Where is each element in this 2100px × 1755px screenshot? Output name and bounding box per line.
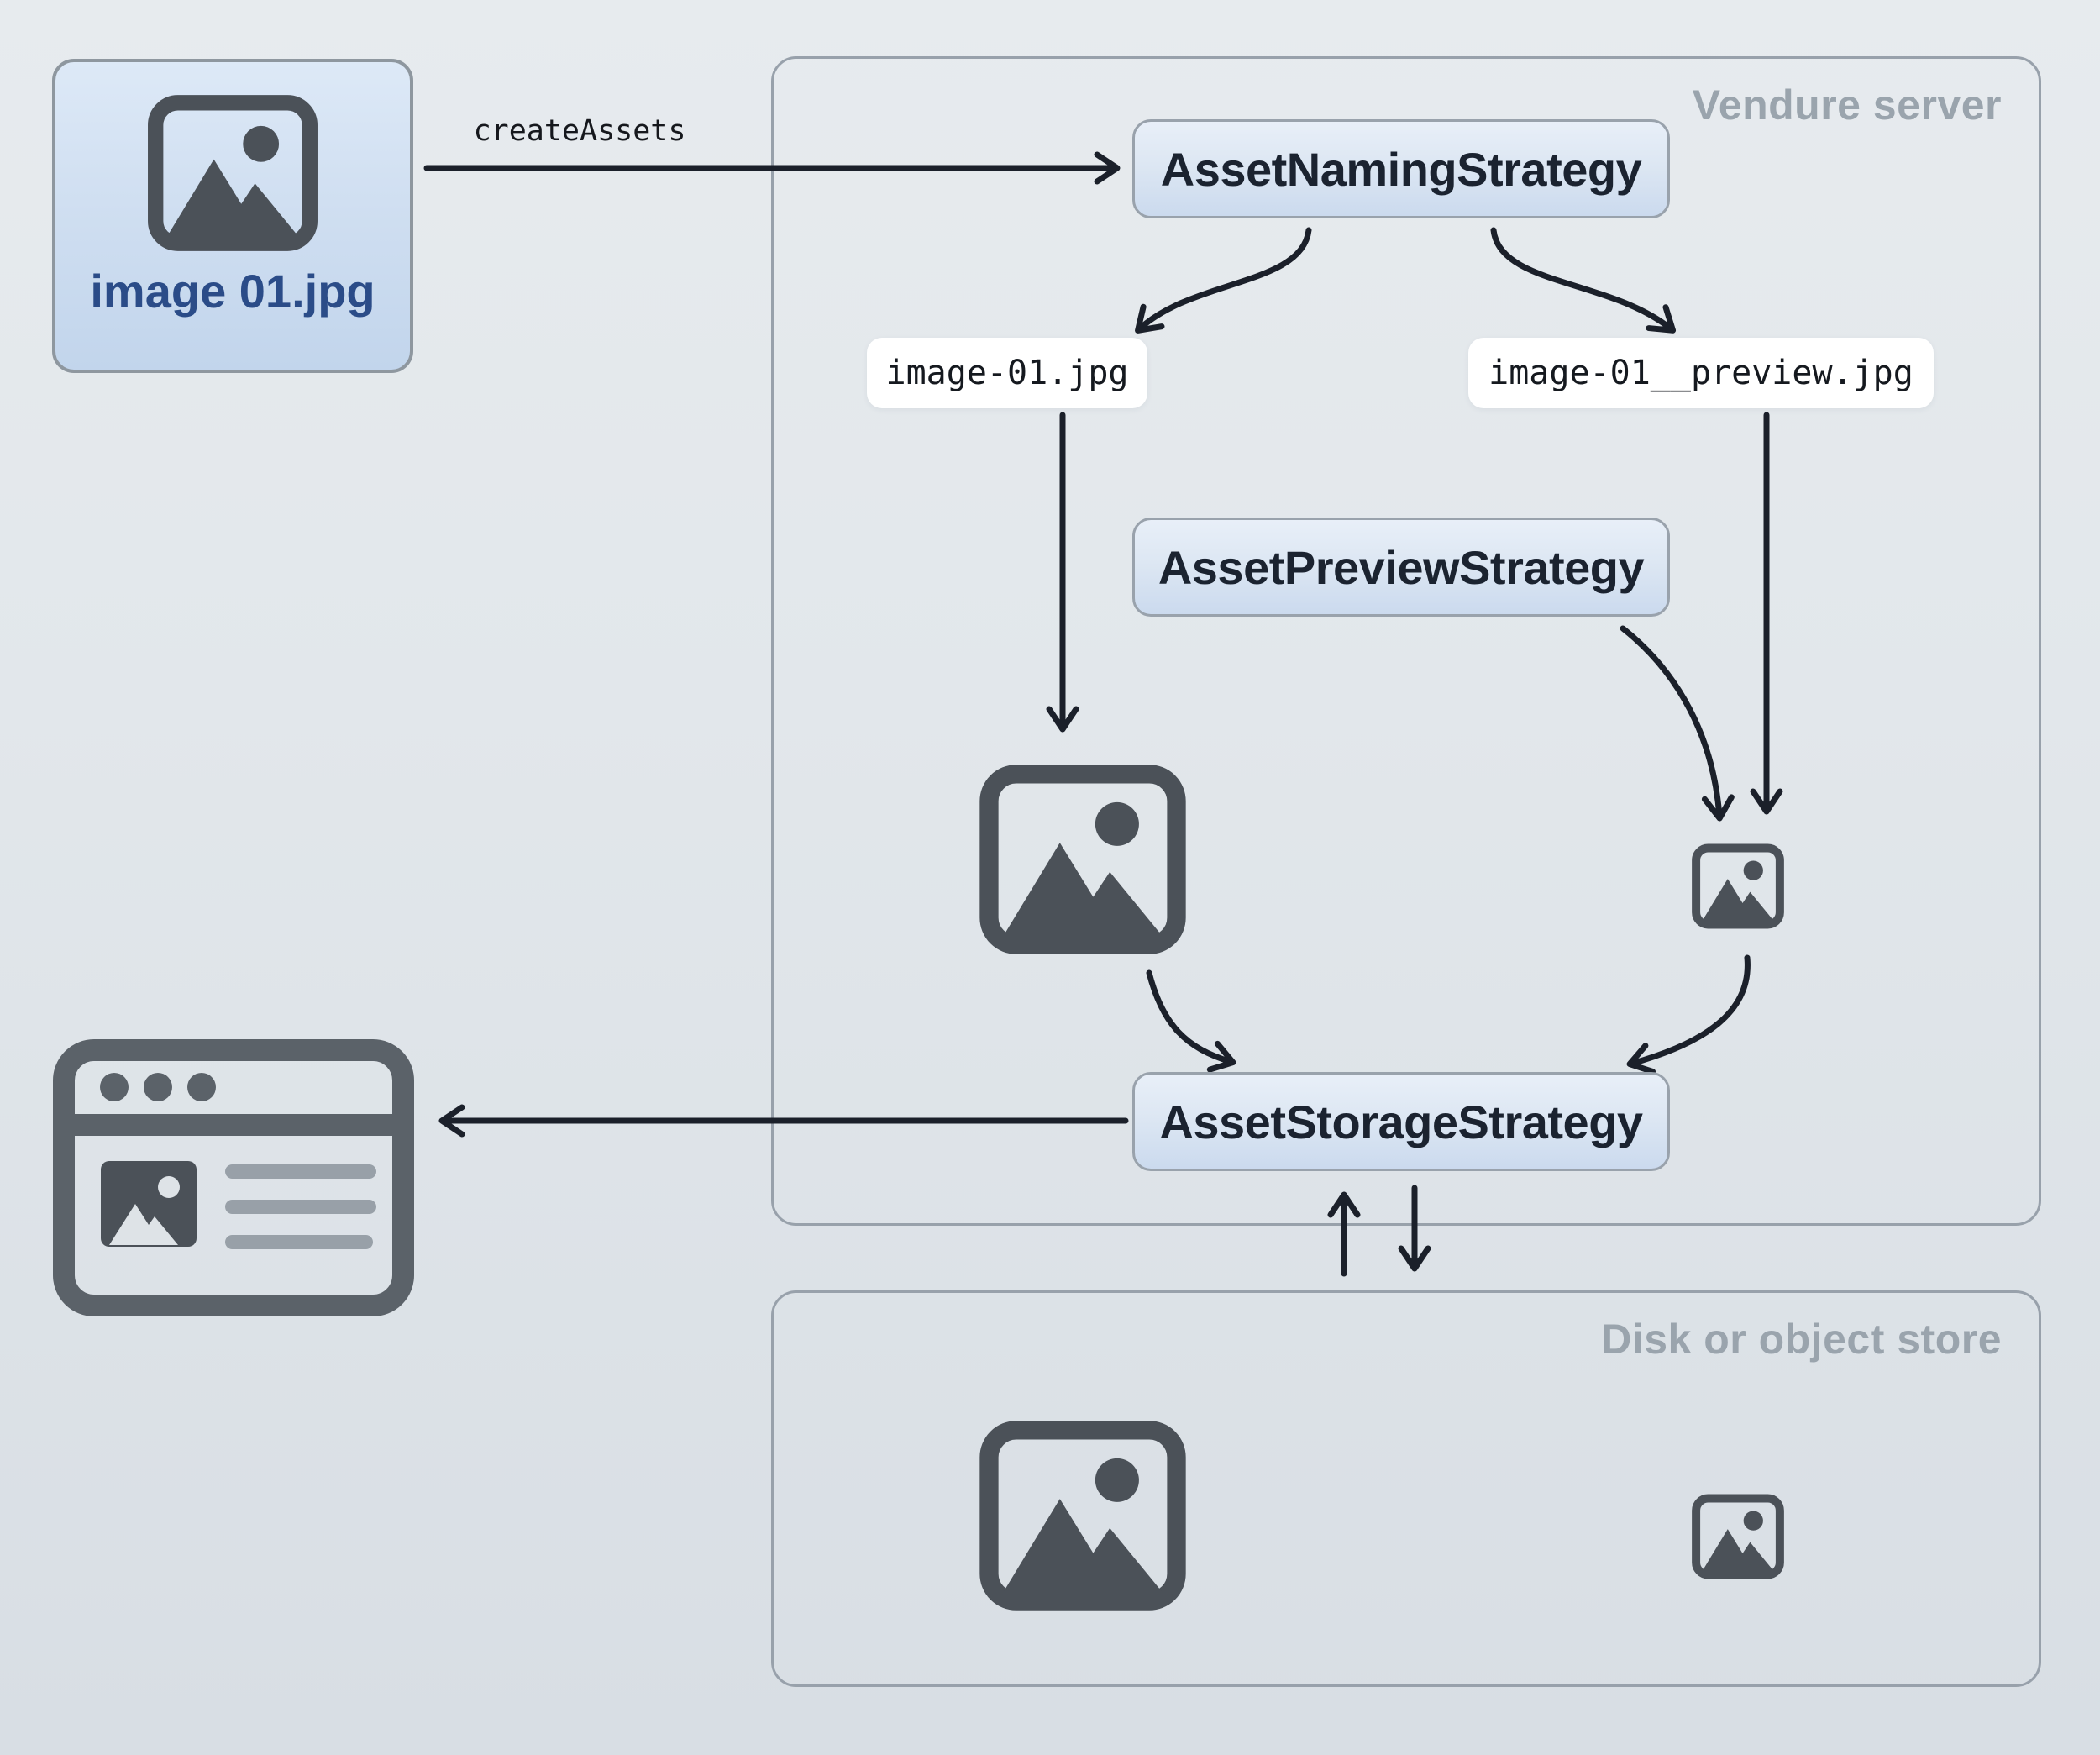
object-store-title: Disk or object store: [1601, 1316, 2002, 1363]
object-store-container: Disk or object store: [771, 1290, 2041, 1687]
source-filename-pill: image-01.jpg: [867, 338, 1147, 408]
photo-icon: [978, 764, 1188, 955]
asset-storage-strategy-box: AssetStorageStrategy: [1132, 1072, 1670, 1171]
create-assets-label: createAssets: [473, 114, 686, 148]
preview-filename-pill: image-01__preview.jpg: [1468, 338, 1934, 408]
asset-naming-strategy-label: AssetNamingStrategy: [1160, 142, 1642, 196]
photo-icon-small: [1691, 1494, 1785, 1579]
asset-preview-strategy-box: AssetPreviewStrategy: [1132, 518, 1670, 617]
vendure-server-container: Vendure server: [771, 56, 2041, 1226]
photo-icon-small: [1691, 843, 1785, 929]
asset-preview-strategy-label: AssetPreviewStrategy: [1158, 540, 1645, 594]
vendure-server-title: Vendure server: [1692, 81, 2002, 129]
browser-window-icon: [52, 1038, 415, 1317]
source-file-name: image 01.jpg: [90, 265, 375, 318]
asset-naming-strategy-box: AssetNamingStrategy: [1132, 119, 1670, 218]
photo-icon: [147, 94, 318, 252]
source-file-card: image 01.jpg: [52, 59, 413, 373]
asset-storage-strategy-label: AssetStorageStrategy: [1159, 1095, 1643, 1148]
photo-icon: [978, 1420, 1188, 1611]
